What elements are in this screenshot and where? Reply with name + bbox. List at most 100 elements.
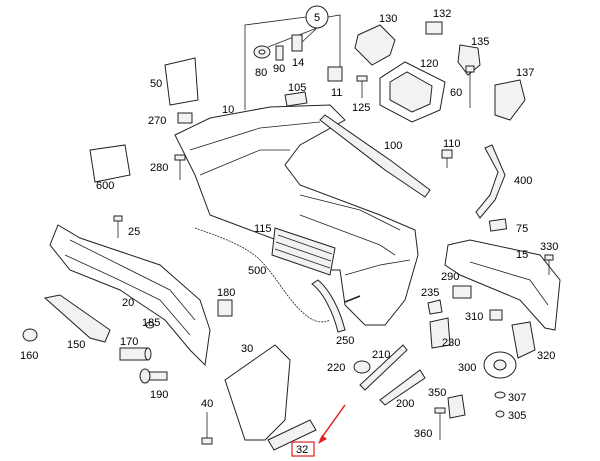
callout-15[interactable]: 15 [516,249,528,261]
callout-170[interactable]: 170 [120,336,138,348]
callout-132[interactable]: 132 [433,8,451,20]
callout-270[interactable]: 270 [148,115,166,127]
callout-75[interactable]: 75 [516,223,528,235]
rear-bumper-cover [174,104,419,326]
callout-600[interactable]: 600 [96,180,114,192]
rivet-185 [145,321,155,329]
highlight-32 [291,404,346,457]
pad-105 [284,91,308,107]
bolt-125 [356,75,368,98]
callout-230[interactable]: 230 [442,337,460,349]
grommet-80 [253,45,271,59]
callout-330[interactable]: 330 [540,241,558,253]
flap-50 [164,57,199,106]
clip-270 [177,112,193,124]
screw-330 [544,254,554,275]
callout-10[interactable]: 10 [222,104,234,116]
callout-305[interactable]: 305 [508,410,526,422]
callout-20[interactable]: 20 [122,297,134,309]
screw-280 [174,154,186,180]
bracket-180 [217,299,233,317]
callout-130[interactable]: 130 [379,13,397,25]
callout-11[interactable]: 11 [331,87,342,99]
callout-50[interactable]: 50 [150,78,162,90]
screw-25 [113,215,123,238]
callout-135[interactable]: 135 [471,36,489,48]
callout-290[interactable]: 290 [441,271,459,283]
lower-strip [43,294,111,343]
bolt-60 [465,65,475,108]
callout-310[interactable]: 310 [465,311,483,323]
callout-300[interactable]: 300 [458,362,476,374]
callout-350[interactable]: 350 [428,387,446,399]
callout-500[interactable]: 500 [248,265,266,277]
bracket-137 [494,79,526,121]
callout-185[interactable]: 185 [142,317,160,329]
rear-diffuser [444,239,561,331]
callout-210[interactable]: 210 [372,349,390,361]
callout-14[interactable]: 14 [292,57,304,69]
bumper-reinforcement [49,224,211,367]
callout-32[interactable]: 32 [296,444,308,456]
callout-360[interactable]: 360 [414,428,432,440]
callout-180[interactable]: 180 [217,287,235,299]
callout-90[interactable]: 90 [273,63,285,75]
callout-125[interactable]: 125 [352,102,370,114]
strip-32 [267,419,317,451]
clip-310 [489,309,503,321]
callout-80[interactable]: 80 [255,67,267,79]
callout-5[interactable]: 5 [314,12,320,24]
wiring-harness [194,227,331,323]
callout-280[interactable]: 280 [150,162,168,174]
sensor-300 [483,351,517,379]
callout-105[interactable]: 105 [288,82,306,94]
bracket-350 [447,394,466,419]
callout-150[interactable]: 150 [67,339,85,351]
callout-160[interactable]: 160 [20,350,38,362]
pad-75 [488,218,508,232]
bracket-320 [511,321,536,359]
fastener-110 [441,149,453,168]
clip-235 [427,299,443,315]
nut-160 [22,328,38,342]
callout-group-5: 5 [244,5,341,110]
callout-320[interactable]: 320 [537,350,555,362]
callout-110[interactable]: 110 [443,138,461,150]
strip-200 [379,369,426,406]
callout-25[interactable]: 25 [128,226,140,238]
callout-30[interactable]: 30 [241,343,253,355]
trim-strip [319,114,431,198]
bracket-230 [429,317,451,349]
plate-11 [327,66,343,82]
callout-40[interactable]: 40 [201,398,213,410]
panel-600 [89,144,131,183]
clip-14 [291,34,303,52]
license-frame [379,61,446,123]
clip-90 [275,45,284,61]
sleeve-170 [119,347,152,361]
callout-307[interactable]: 307 [508,392,526,404]
callout-120[interactable]: 120 [420,58,438,70]
callout-235[interactable]: 235 [421,287,439,299]
callout-400[interactable]: 400 [514,175,532,187]
screw-360 [434,407,446,440]
callout-labels: 10 11 14 15 20 25 30 32 40 50 60 75 80 9… [20,8,558,456]
callout-190[interactable]: 190 [150,389,168,401]
callout-250[interactable]: 250 [336,335,354,347]
callout-115[interactable]: 115 [254,223,272,235]
arrow-direction [344,295,361,303]
strip-210 [359,344,408,391]
bracket-30 [224,344,291,441]
screw-40 [201,412,213,445]
callout-100[interactable]: 100 [384,140,402,152]
callout-220[interactable]: 220 [327,362,345,374]
washer-307 [494,391,506,399]
callout-137[interactable]: 137 [516,67,534,79]
callout-60[interactable]: 60 [450,87,462,99]
clip-132 [425,21,443,35]
nut-220 [353,360,371,374]
callout-200[interactable]: 200 [396,398,414,410]
side-trim [475,144,506,219]
bracket-130 [354,24,396,66]
